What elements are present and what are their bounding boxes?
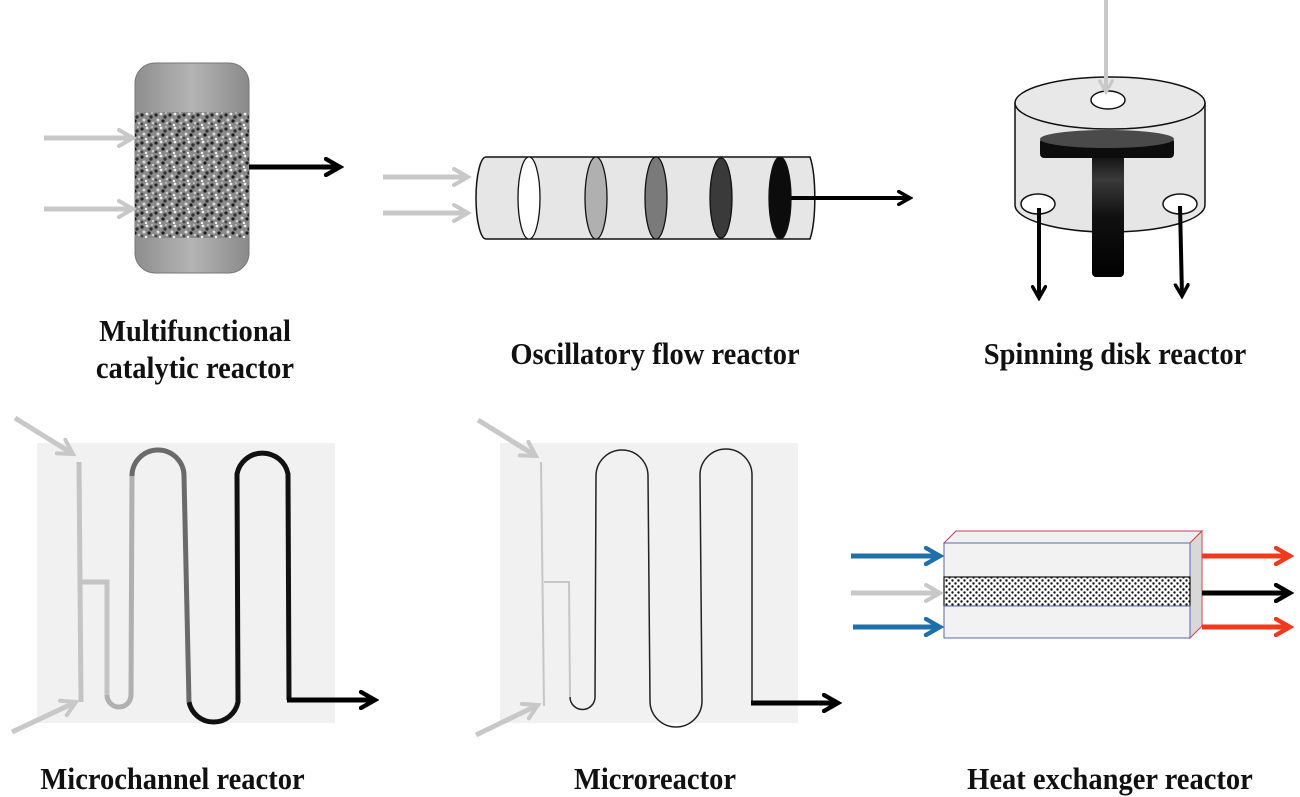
channel-inlet-segment [76,461,110,703]
label-line: Spinning disk reactor [983,336,1247,371]
label-line: Multifunctional [99,313,291,348]
label-line: Heat exchanger reactor [967,761,1253,796]
tube-outlet-end [768,156,792,240]
outlet-arrow [1180,205,1182,296]
label-line: Microreactor [573,761,737,796]
label-oscillatory-reactor: Oscillatory flow reactor [476,335,835,372]
spinning-disk-top [1040,130,1174,148]
microreactor-illustration [474,417,838,738]
catalyst-bed [135,112,249,238]
baffle [644,156,668,240]
block-side-face [1189,529,1203,640]
label-spinning-disk-reactor: Spinning disk reactor [949,335,1280,372]
label-line: catalytic reactor [95,350,295,385]
label-line: Oscillatory flow reactor [510,336,800,371]
channel-segment-mid [129,447,192,703]
serpentine-channel [569,448,753,728]
channel-segment-light [104,475,135,710]
inlet-arrow [476,417,540,459]
multifunctional-reactor-illustration [44,62,340,274]
channel-segment-dark [186,450,292,725]
microchannel-reactor-illustration [10,415,375,735]
catalyst-channel [943,576,1191,607]
coolant-channel-top [943,542,1191,578]
channel-inlet-segment [540,461,571,707]
baffle [584,156,608,240]
block-top-face [942,530,1204,544]
inlet-arrow [474,701,542,738]
label-microchannel-reactor: Microchannel reactor [14,760,331,797]
label-heat-exchanger-reactor: Heat exchanger reactor [944,760,1275,797]
inlet-arrow [10,698,80,735]
label-microreactor: Microreactor [549,760,761,797]
coolant-channel-bottom [943,605,1191,639]
baffle [709,157,733,239]
oscillatory-reactor-illustration [383,156,910,240]
heat-exchanger-reactor-illustration [851,529,1290,640]
baffle [517,156,541,240]
label-line: Microchannel reactor [40,761,305,796]
shaft [1092,155,1124,277]
inlet-arrow [13,415,77,457]
label-multifunctional-reactor: Multifunctional catalytic reactor [62,312,329,386]
spinning-disk-reactor-illustration [1014,0,1206,298]
inlet-port [1090,90,1126,110]
